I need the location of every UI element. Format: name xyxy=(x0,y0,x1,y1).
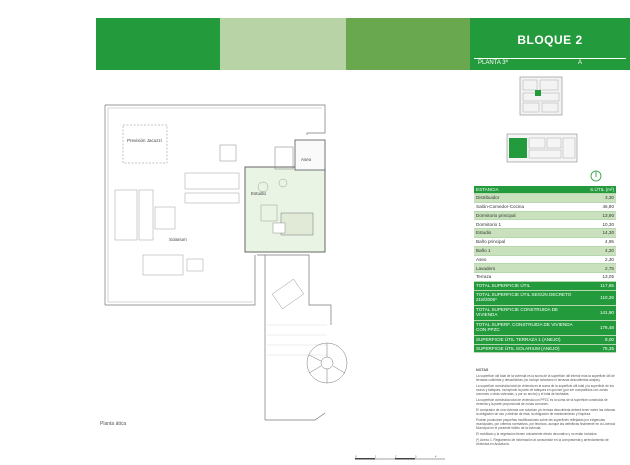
planta-value: A xyxy=(578,60,583,66)
header-band-4 xyxy=(470,18,630,70)
north-arrow-icon xyxy=(590,170,602,182)
jacuzzi-area xyxy=(122,124,168,164)
total-row: TOTAL SUPERFICIE ÚTIL SEGÚN DECRETO 218/… xyxy=(474,290,616,306)
header-label: ESTANCIA xyxy=(476,187,499,193)
note-paragraph: La superficie construida total de vivien… xyxy=(476,384,614,396)
label-prevision-jacuzzi: Previsión Jacuzzi xyxy=(127,138,162,143)
label-solarium: Solarium xyxy=(169,237,187,242)
label-estudio: Estudio xyxy=(251,191,267,196)
floor-plan: Previsión Jacuzzi Estudio Aseo Solarium xyxy=(104,104,348,421)
total-row: TOTAL SUPERF. CONSTRUIDA DE VIVIENDA CON… xyxy=(474,320,616,336)
scale-label: 3 xyxy=(415,456,417,459)
total-row: SUPERFICIE ÚTIL SOLARIUM (ANEJO)75,35 xyxy=(474,344,616,354)
planta-row xyxy=(474,58,626,69)
total-row: SUPERFICIE ÚTIL TERRAZA 1 (ANEJO)8,00 xyxy=(474,335,616,345)
note-paragraph: (*) Anexo 1. Reglamento de información a… xyxy=(476,438,609,446)
note-paragraph: El comprador de una vivienda con solariu… xyxy=(476,408,616,416)
aseo-room xyxy=(294,139,326,171)
planta-label: PLANTA 3ª xyxy=(478,60,508,66)
spiral-stair-icon xyxy=(306,342,348,384)
block-title: BLOQUE 2 xyxy=(517,33,583,47)
header-band-2 xyxy=(220,18,346,70)
estudio-room xyxy=(244,166,326,253)
scale-label: 2 xyxy=(395,456,397,459)
scale-label: 4 xyxy=(435,456,437,459)
key-plan-floor-icon xyxy=(506,133,578,163)
scale-label: 0 xyxy=(355,456,357,459)
note-paragraph: Podrán producirse pequeñas modificacione… xyxy=(476,418,616,430)
notes-title: NOTAS xyxy=(476,368,489,372)
header-value: S.ÚTIL (m²) xyxy=(590,187,614,193)
notes-section: NOTAS La superficie útil total de la viv… xyxy=(476,368,616,448)
key-plan-building-icon xyxy=(519,76,563,116)
note-paragraph: El mobiliario y la vegetación tienen úni… xyxy=(476,432,598,436)
note-paragraph: La superficie construida total de vivien… xyxy=(476,398,608,406)
scale-label: 1 xyxy=(375,456,377,459)
table-header: ESTANCIA S.ÚTIL (m²) xyxy=(474,186,616,194)
header-band-1 xyxy=(96,18,220,70)
scale-bar: 0 1 2 3 4 xyxy=(355,456,445,460)
header-band-3 xyxy=(346,18,470,70)
note-paragraph: La superficie útil total de la vivienda … xyxy=(476,374,615,382)
plan-caption: Planta ática xyxy=(100,421,127,427)
label-aseo: Aseo xyxy=(301,157,312,162)
